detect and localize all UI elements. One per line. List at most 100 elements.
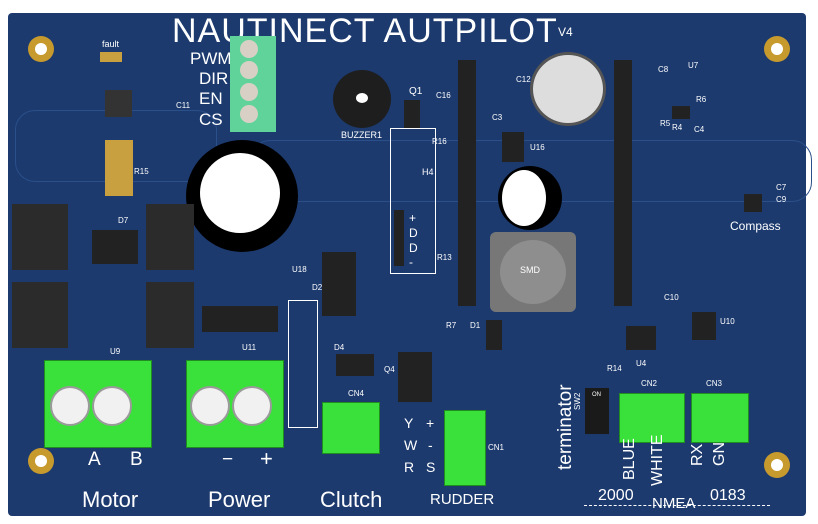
u16-label: U16 [530, 143, 545, 152]
terminal-screw[interactable] [92, 386, 132, 426]
terminator-dip-switch[interactable] [585, 388, 609, 434]
switch-on-label: ON [592, 392, 601, 398]
terminal-screw [240, 61, 258, 79]
c16-label: C16 [436, 91, 451, 100]
rudder-plus-label: + [426, 415, 435, 431]
cn1-label: CN1 [488, 443, 505, 452]
hdr-d2: D [409, 241, 418, 255]
rudder-w-label: W [404, 437, 418, 453]
resistor-r15 [105, 140, 133, 196]
transistor-q1 [404, 100, 420, 128]
r5-label: R5 [660, 119, 671, 128]
sw2-label: SW2 [573, 392, 582, 410]
diode-u11 [202, 306, 278, 332]
cn2-label: CN2 [641, 379, 658, 388]
u7-label: U7 [688, 61, 699, 70]
d2-label: D2 [312, 283, 323, 292]
r6-label: R6 [696, 95, 707, 104]
nmea0183-connector[interactable] [691, 393, 749, 443]
diode-d1 [486, 320, 502, 350]
pin-header-right [614, 60, 632, 306]
buzzer-hole [356, 93, 368, 103]
u11-label: U11 [242, 343, 257, 352]
compass-label: Compass [730, 219, 781, 233]
u18-label: U18 [292, 265, 307, 274]
blue-label: BLUE [621, 438, 638, 480]
power-label: Power [208, 487, 271, 512]
motor-label: Motor [82, 487, 139, 512]
c4-label: C4 [694, 125, 705, 134]
r14-label: R14 [607, 364, 622, 373]
diode-d4 [336, 354, 374, 376]
mosfet [12, 204, 68, 270]
c9-label: C9 [776, 195, 787, 204]
d7-label: D7 [118, 216, 129, 225]
motor-a-label: A [88, 449, 101, 470]
ic-u4 [626, 326, 656, 350]
mosfet [146, 282, 194, 348]
q1-label: Q1 [409, 86, 423, 97]
mosfet [12, 282, 68, 348]
inductor-core [500, 240, 566, 304]
driver-ic [105, 90, 132, 117]
capacitor-c12 [530, 52, 606, 126]
terminal-screw[interactable] [50, 386, 90, 426]
mounting-hole [764, 452, 790, 478]
c3-label: C3 [492, 113, 503, 122]
pwm-label: PWM [190, 49, 232, 68]
diode-d7 [92, 230, 138, 264]
hdr-d1: D [409, 226, 418, 240]
white-label: WHITE [649, 434, 666, 486]
transistor-q4 [398, 352, 432, 402]
power-plus-label: + [260, 446, 273, 471]
terminal-screw[interactable] [190, 386, 230, 426]
cn3-label: CN3 [706, 379, 723, 388]
clutch-connector[interactable] [322, 402, 380, 454]
mounting-hole [764, 36, 790, 62]
rudder-s-label: S [426, 459, 436, 475]
c10-label: C10 [664, 293, 679, 302]
dir-label: DIR [199, 69, 229, 88]
rudder-connector[interactable] [444, 410, 486, 486]
mounting-hole [28, 448, 54, 474]
hdr-minus: - [409, 255, 413, 269]
terminal-screw[interactable] [232, 386, 272, 426]
relay-outline [288, 300, 318, 428]
pin-header-left [458, 60, 476, 306]
inductor-text: SMD [520, 265, 540, 275]
mosfet [146, 204, 194, 270]
u9-label: U9 [110, 347, 121, 356]
h4-label: H4 [422, 167, 434, 177]
hdr-plus: + [409, 211, 417, 225]
nmea2000-connector[interactable] [619, 393, 685, 443]
terminal-screw [240, 105, 258, 123]
fault-label: fault [102, 39, 120, 49]
rx-label: RX [689, 443, 706, 466]
en-label: EN [199, 89, 223, 108]
c8-label: C8 [658, 65, 669, 74]
diode-d2 [322, 252, 356, 316]
r15-label: R15 [134, 167, 149, 176]
terminal-screw [240, 40, 258, 58]
cs-label: CS [199, 110, 223, 129]
cn4-label: CN4 [348, 389, 365, 398]
q4-label: Q4 [384, 365, 395, 374]
r7-label: R7 [446, 321, 457, 330]
r16-label: R16 [432, 137, 447, 146]
rudder-r-label: R [404, 459, 415, 475]
capacitor-top [200, 153, 280, 233]
r4-label: R4 [672, 123, 683, 132]
module-h4-outline [390, 128, 436, 274]
clutch-label: Clutch [320, 487, 383, 512]
motor-b-label: B [130, 449, 143, 470]
header-h4 [394, 210, 404, 266]
rudder-y-label: Y [404, 415, 414, 431]
nmea2000-label: 2000 [598, 487, 634, 504]
mounting-hole [28, 36, 54, 62]
c11-label: C11 [176, 101, 191, 110]
c12-label: C12 [516, 75, 531, 84]
nmea0183-label: 0183 [710, 487, 746, 504]
compass-ic [744, 194, 762, 212]
gn-label: GN [711, 442, 728, 466]
ic-u5 [672, 106, 690, 119]
